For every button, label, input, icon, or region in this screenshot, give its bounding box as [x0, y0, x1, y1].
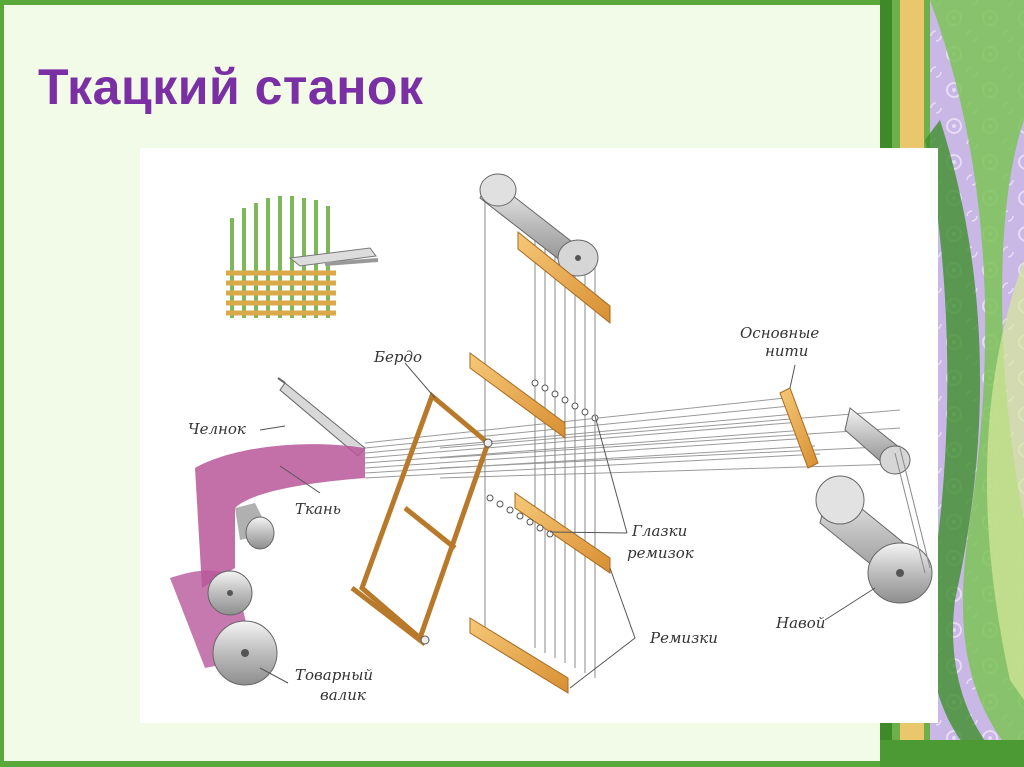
label-osnovnye-line2: нити — [765, 342, 808, 360]
heddle-cords — [484, 198, 596, 678]
weave-inset — [226, 196, 379, 318]
leader-lines — [259, 362, 876, 689]
fabric-rollers — [170, 444, 365, 686]
reed-frame — [350, 391, 491, 646]
label-navoy: Навой — [775, 614, 825, 632]
label-remizki: Ремизки — [649, 629, 718, 647]
label-tovarny-line1: Товарный — [295, 666, 373, 684]
top-roller — [479, 173, 599, 277]
heddle-bars — [469, 230, 611, 694]
warp-threads — [364, 397, 901, 479]
warp-beam-assembly — [779, 387, 933, 604]
label-osnovnye-line1: Основные — [740, 324, 819, 342]
label-tovarny-line2: валик — [320, 686, 366, 704]
label-glazki-line1: Глазки — [631, 522, 687, 540]
loom-diagram: Бердо Челнок Ткань Основные нити Глазки … — [140, 148, 938, 723]
slide-title: Ткацкий станок — [38, 59, 424, 115]
heddle-eyes — [486, 379, 599, 538]
label-berdo: Бердо — [373, 348, 422, 366]
label-tkan: Ткань — [295, 500, 341, 518]
label-glazki-line2: ремизок — [627, 544, 694, 562]
label-chelnok: Челнок — [188, 420, 246, 438]
